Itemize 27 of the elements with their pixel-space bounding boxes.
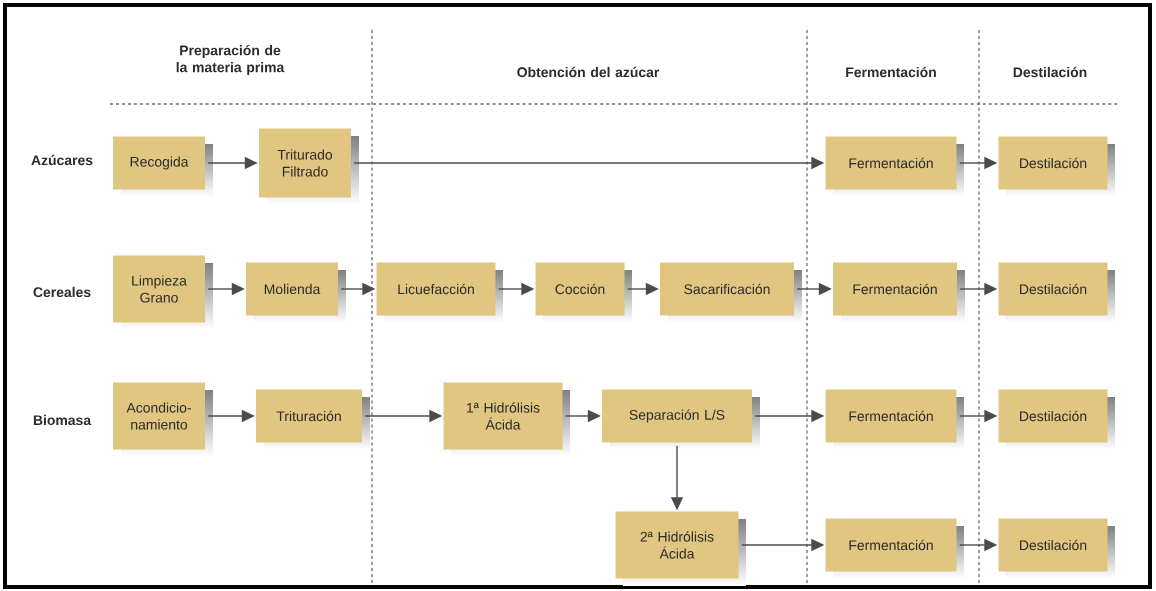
process-box: Fermentación (833, 262, 965, 323)
process-box: Fermentación (825, 518, 964, 579)
process-box: 1ª Hidrólisis Ácida (443, 382, 570, 457)
process-box: Acondicio- namiento (113, 382, 213, 457)
heading: Azúcares (31, 154, 93, 166)
process-box: Destilación (998, 136, 1115, 197)
heading: Cereales (33, 286, 91, 298)
process-box: Licuefacción (376, 262, 503, 323)
process-box: Destilación (998, 262, 1115, 323)
heading: Fermentación (846, 66, 936, 78)
process-box: Trituración (256, 389, 370, 450)
heading: Obtención del azúcar (517, 66, 660, 78)
process-box: Cocción (535, 262, 632, 323)
process-box: Sacarificación (660, 262, 802, 323)
process-box: Limpieza Grano (113, 255, 213, 330)
process-box: Molienda (246, 262, 346, 323)
process-box: Separación L/S (602, 389, 760, 450)
heading: Biomasa (33, 414, 92, 426)
process-box: Destilación (998, 389, 1115, 450)
process-box: Triturado Filtrado (259, 128, 359, 205)
heading: Preparación de la materia prima (176, 44, 285, 75)
process-box: Fermentación (825, 389, 964, 450)
process-box: Destilación (998, 518, 1115, 579)
heading: Destilación (1013, 66, 1087, 78)
process-box: 2ª Hidrólisis Ácida (615, 511, 746, 586)
process-box: Fermentación (825, 136, 964, 197)
process-box: Recogida (113, 136, 213, 197)
